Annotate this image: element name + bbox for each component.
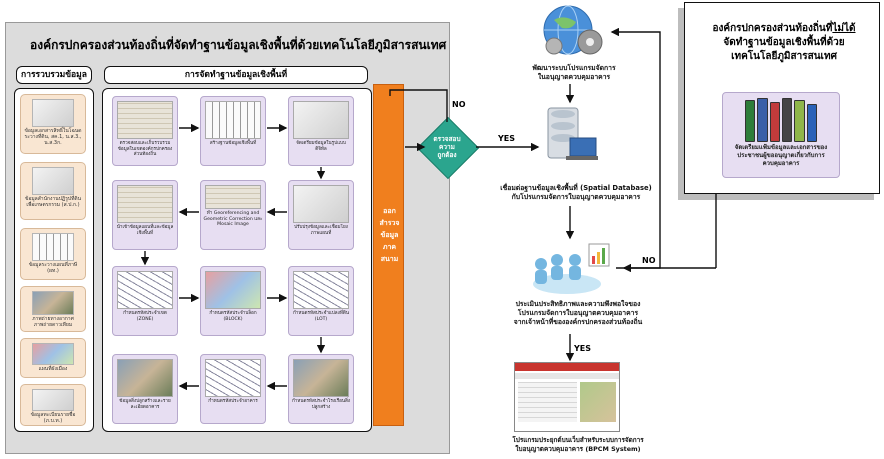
- source-label: ข้อมูลเอกสารสิทธิ์ในโฉนด ระวางที่ดิน, สค…: [24, 128, 82, 146]
- right-title-line1: องค์กรปกครองส่วนท้องถิ่นที่ไม่ได้: [694, 22, 874, 36]
- map-image: [117, 101, 173, 139]
- screenshot-table: [518, 382, 577, 422]
- map-thumbnail: [32, 233, 74, 261]
- screenshot-toolbar: [515, 373, 619, 379]
- source-item-land-deed: ข้อมูลเอกสารสิทธิ์ในโฉนด ระวางที่ดิน, สค…: [20, 94, 86, 154]
- map-image: [117, 185, 173, 223]
- plan-image: [205, 271, 261, 309]
- document-prep-text: จัดเตรียมแฟ้มข้อมูลและเอกสารของ ประชาชนผ…: [734, 144, 828, 167]
- right-title-line2: จัดทำฐานข้อมูลเชิงพื้นที่ด้วย: [723, 37, 845, 48]
- col-header-database: การจัดทำฐานข้อมูลเชิงพื้นที่: [104, 66, 368, 84]
- evaluate-text: ประเมินประสิทธิภาพและความพึงพอใจของ โปรแ…: [513, 300, 643, 326]
- source-label: ข้อมูลทะเบียนรายชื่อ (ภ.บ.ท.): [30, 412, 76, 424]
- table-image: [205, 101, 261, 139]
- plan-image: [205, 359, 261, 397]
- step-import-map: นำเข้าข้อมูลแผนที่และข้อมูลเชิงพื้นที่: [112, 180, 178, 250]
- decision-diamond: ตรวจสอบ ความ ถูกต้อง: [416, 116, 480, 180]
- map-thumbnail: [32, 343, 74, 365]
- step-label: ทำ Georeferencing and Geometric Correcti…: [203, 211, 263, 228]
- main-title: องค์กรปกครองส่วนท้องถิ่นที่จัดทำฐานข้อมู…: [30, 38, 447, 52]
- step-lot: กำหนดรหัสประจำแปลงที่ดิน (LOT): [288, 266, 354, 336]
- decision-yes-label: YES: [498, 134, 516, 143]
- right-title-prefix: องค์กรปกครองส่วนท้องถิ่นที่: [712, 23, 833, 34]
- binder-icon: [745, 98, 817, 142]
- step-georeferencing: ทำ Georeferencing and Geometric Correcti…: [200, 180, 266, 250]
- binder: [745, 100, 756, 142]
- col-header-collection: การรวบรวมข้อมูล: [16, 66, 92, 84]
- right-title-line3: เทคโนโลยีภูมิสารสนเทศ: [731, 51, 837, 62]
- field-survey-bar: ออก สำรวจ ข้อมูล ภาค สนาม: [373, 84, 404, 426]
- decision-label: ตรวจสอบ ความ ถูกต้อง: [433, 135, 461, 159]
- bpcm-screenshot: [514, 362, 620, 432]
- result-text: โปรแกรมประยุกต์บนเว็บสำหรับระบบการจัดการ…: [512, 436, 644, 453]
- people-meeting-icon: [533, 243, 610, 294]
- step-prepare-digital: จัดเตรียมข้อมูลในรูปแบบดิจิทัล: [288, 96, 354, 166]
- plan-image: [293, 271, 349, 309]
- right-title-underlined: ไม่ได้: [832, 23, 856, 34]
- evaluation-graphic: [527, 240, 613, 300]
- screenshot-header-bar: [515, 363, 619, 371]
- photo-image: [117, 359, 173, 397]
- step-label: ตรวจสอบและเก็บรวบรวมข้อมูลในเขตองค์กรปกค…: [117, 141, 173, 158]
- step-label: ข้อมูลสิ่งปลูกสร้างและรายละเอียดอาคาร: [119, 399, 171, 410]
- develop-system-text: พัฒนาระบบโปรแกรมจัดการ ในอนุญาตควบคุมอาค…: [532, 64, 616, 81]
- step-label: สร้างฐานข้อมูลเชิงพื้นที่: [209, 141, 257, 146]
- screenshot-body: [515, 379, 619, 425]
- link-database-text: เชื่อมต่อฐานข้อมูลเชิงพื้นที่ (Spatial D…: [500, 184, 652, 201]
- source-label: แผนที่ผังเมือง: [38, 366, 68, 372]
- source-item-tax-map: ข้อมูลระวางแผนที่ภาษี (ผท.): [20, 228, 86, 280]
- step-update-link: ปรับปรุงข้อมูลและเชื่อมโยงภาพแผนที่: [288, 180, 354, 250]
- source-item-registry: ข้อมูลทะเบียนรายชื่อ (ภ.บ.ท.): [20, 384, 86, 426]
- step-block: กำหนดรหัสประจำบล็อก (BLOCK): [200, 266, 266, 336]
- step-label: นำเข้าข้อมูลแผนที่และข้อมูลเชิงพื้นที่: [116, 225, 174, 236]
- binder: [806, 104, 817, 142]
- step-label: กำหนดรหัสประจำโรงเรือนสิ่งปลูกสร้าง: [291, 399, 351, 410]
- step-create-db: สร้างฐานข้อมูลเชิงพื้นที่: [200, 96, 266, 166]
- document-prep-card: จัดเตรียมแฟ้มข้อมูลและเอกสารของ ประชาชนผ…: [722, 92, 840, 178]
- map-image: [205, 185, 261, 209]
- field-survey-label: ออก สำรวจ ข้อมูล ภาค สนาม: [379, 207, 400, 263]
- document-thumbnail: [32, 389, 74, 411]
- binder: [794, 100, 805, 142]
- step-building-code: กำหนดรหัสประจำอาคาร: [200, 354, 266, 424]
- step-zone: กำหนดรหัสประจำเขต (ZONE): [112, 266, 178, 336]
- photo-image: [293, 359, 349, 397]
- step-building-details: ข้อมูลสิ่งปลูกสร้างและรายละเอียดอาคาร: [112, 354, 178, 424]
- source-label: ภาพถ่ายทางอากาศ ภาพถ่ายดาวเทียม: [32, 316, 74, 328]
- paper-image: [293, 101, 349, 139]
- database-graphic: [540, 104, 598, 170]
- plan-image: [117, 271, 173, 309]
- decision-no-label: NO: [452, 100, 466, 109]
- source-item-city-plan: แผนที่ผังเมือง: [20, 338, 86, 378]
- source-label: ข้อมูลสำนักงานปฏิรูปที่ดินเพื่อเกษตรกรรม…: [24, 196, 82, 208]
- evaluate-no-label: NO: [642, 256, 656, 265]
- system-dev-graphic: [534, 2, 608, 62]
- step-label: จัดเตรียมข้อมูลในรูปแบบดิจิทัล: [296, 141, 346, 152]
- document-thumbnail: [32, 99, 74, 127]
- document-thumbnail: [32, 167, 74, 195]
- step-label: กำหนดรหัสประจำอาคาร: [208, 399, 258, 404]
- step-label: กำหนดรหัสประจำเขต (ZONE): [123, 311, 167, 322]
- step-label: กำหนดรหัสประจำบล็อก (BLOCK): [209, 311, 257, 322]
- binder: [757, 98, 768, 142]
- server-icon: [547, 107, 598, 160]
- screenshot-photo: [580, 382, 616, 422]
- paper-image: [293, 185, 349, 223]
- step-label: กำหนดรหัสประจำแปลงที่ดิน (LOT): [292, 311, 350, 322]
- step-label: ปรับปรุงข้อมูลและเชื่อมโยงภาพแผนที่: [294, 225, 348, 236]
- evaluate-yes-label: YES: [574, 344, 592, 353]
- source-label: ข้อมูลระวางแผนที่ภาษี (ผท.): [28, 262, 78, 274]
- step-survey-collect: ตรวจสอบและเก็บรวบรวมข้อมูลในเขตองค์กรปกค…: [112, 96, 178, 166]
- right-title: องค์กรปกครองส่วนท้องถิ่นที่ไม่ได้ จัดทำฐ…: [694, 22, 874, 64]
- source-item-aerial: ภาพถ่ายทางอากาศ ภาพถ่ายดาวเทียม: [20, 286, 86, 332]
- binder: [782, 98, 793, 142]
- step-structure-code: กำหนดรหัสประจำโรงเรือนสิ่งปลูกสร้าง: [288, 354, 354, 424]
- binder: [769, 102, 780, 142]
- globe-gear-icon: [543, 5, 603, 55]
- photo-thumbnail: [32, 291, 74, 315]
- source-item-alro: ข้อมูลสำนักงานปฏิรูปที่ดินเพื่อเกษตรกรรม…: [20, 162, 86, 220]
